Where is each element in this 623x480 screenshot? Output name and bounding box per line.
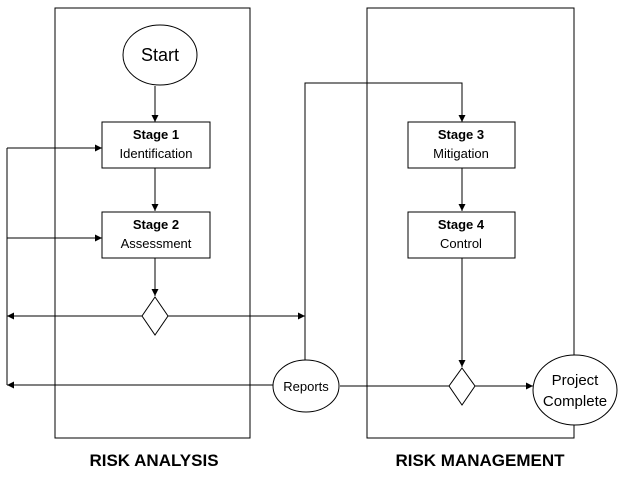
stage3-box xyxy=(407,121,516,169)
stage4-title: Stage 4 xyxy=(438,217,485,232)
stage3-subtitle: Mitigation xyxy=(433,146,489,161)
lane-title-risk-analysis: RISK ANALYSIS xyxy=(89,451,218,470)
stage1-title: Stage 1 xyxy=(133,127,179,142)
stage4-box xyxy=(407,211,516,259)
project-complete-line1: Project xyxy=(552,372,600,389)
decision-diamond-analysis xyxy=(141,296,169,336)
stage3-title: Stage 3 xyxy=(438,127,484,142)
lane-risk-management xyxy=(366,7,575,439)
stage1-subtitle: Identification xyxy=(120,146,193,161)
stage2-box xyxy=(101,211,211,259)
start-node xyxy=(122,24,198,86)
reports-node xyxy=(272,359,340,413)
arrow-reports-to-stage3 xyxy=(304,82,466,362)
stage2-subtitle: Assessment xyxy=(121,236,192,251)
project-complete-line2: Complete xyxy=(543,393,607,410)
lane-title-risk-management: RISK MANAGEMENT xyxy=(395,451,565,470)
project-complete-node xyxy=(532,354,618,426)
lane-risk-analysis xyxy=(54,7,251,439)
stage4-subtitle: Control xyxy=(440,236,482,251)
reports-label: Reports xyxy=(283,379,329,394)
decision-diamond-management xyxy=(448,367,476,406)
stage2-title: Stage 2 xyxy=(133,217,179,232)
stage1-box xyxy=(101,121,211,169)
start-label: Start xyxy=(141,45,179,65)
